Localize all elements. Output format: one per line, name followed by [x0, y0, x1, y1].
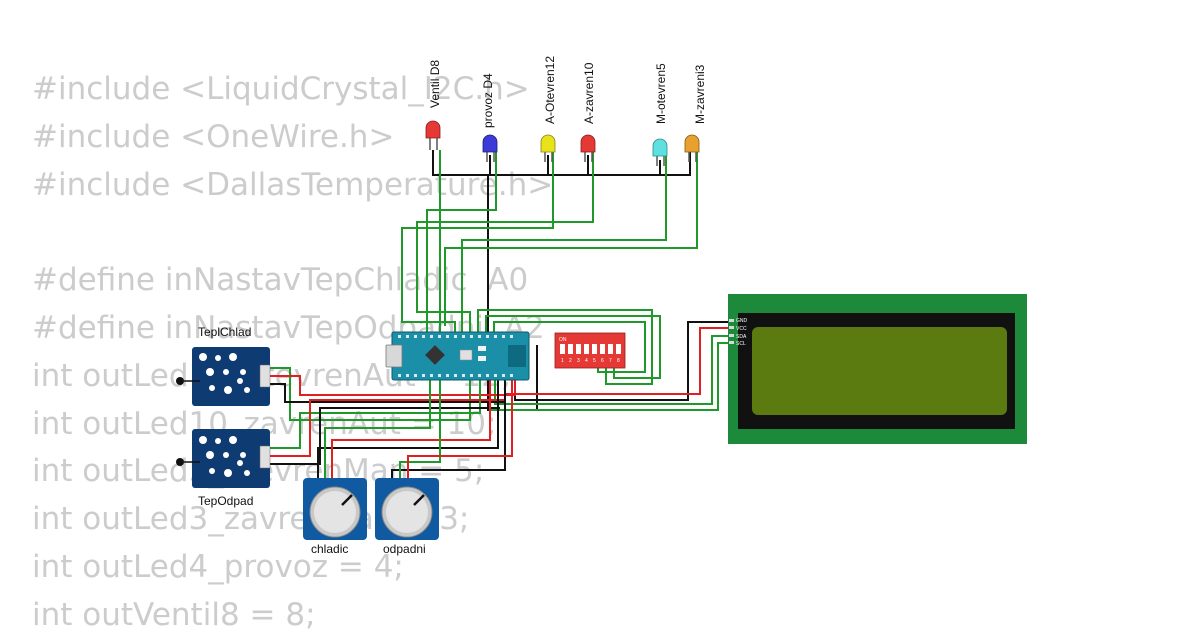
dip-position: 3	[577, 358, 580, 364]
led-a-zavren	[580, 134, 596, 162]
arduino-nano[interactable]	[385, 331, 530, 381]
led-label: Ventil D8	[428, 60, 442, 108]
led-body[interactable]	[540, 134, 556, 153]
code-line: #include <LiquidCrystal_I2C.h>	[32, 71, 530, 107]
led-body[interactable]	[482, 134, 498, 153]
led-label: provoz D4	[481, 73, 495, 128]
code-line: int outLed10_zavrenAut = 10;	[32, 405, 497, 442]
led-label: A-Otevren12	[543, 56, 557, 124]
led-labels: Ventil D8 provoz D4 A-Otevren12 A-zavren…	[428, 56, 707, 128]
led-body[interactable]	[684, 134, 700, 153]
lcd-pin-label: GND	[736, 318, 748, 324]
dip-on-label: ON	[559, 337, 567, 343]
led-m-otevren	[652, 138, 668, 166]
usb-port-icon	[385, 344, 403, 368]
code-line: int outVentil8 = 8;	[32, 596, 316, 633]
mcu-chip-icon	[425, 345, 445, 365]
led-wires	[401, 150, 698, 332]
led-ventil	[425, 120, 441, 150]
sensor-wires	[270, 367, 516, 465]
knob-indicator	[341, 494, 353, 506]
dip-position: 6	[601, 358, 604, 364]
sensor-tepodpad[interactable]	[176, 429, 271, 488]
pot-label: odpadni	[383, 542, 426, 556]
dip-position: 2	[569, 358, 572, 364]
code-line: #include <OneWire.h>	[32, 118, 395, 155]
lcd-pin-label: VCC	[736, 326, 747, 332]
led-label: M-zavreni3	[693, 64, 707, 124]
dip-position: 4	[585, 358, 588, 364]
lcd-display[interactable]: GND VCC SDA SCL	[728, 294, 1027, 444]
led-a-otevren	[540, 134, 556, 162]
led-body[interactable]	[652, 138, 668, 157]
sensor-label: TepOdpad	[198, 494, 253, 508]
led-label: M-otevren5	[654, 63, 668, 124]
led-group	[425, 120, 700, 166]
knob-indicator	[413, 494, 425, 506]
led-body[interactable]	[580, 134, 596, 153]
lcd-screen	[752, 327, 1007, 415]
dip-position: 7	[609, 358, 612, 364]
lcd-pin-label: SDA	[736, 334, 747, 340]
led-body[interactable]	[425, 120, 441, 139]
dip-position: 1	[561, 358, 564, 364]
code-line: #include <DallasTemperature.h>	[32, 166, 554, 203]
led-m-zavreni	[684, 134, 700, 162]
lcd-pin-label: SCL	[736, 341, 746, 347]
sensor-label: TeplChlad	[198, 325, 251, 339]
pot-wires	[317, 378, 513, 490]
led-provoz	[482, 134, 498, 162]
dip-position: 5	[593, 358, 596, 364]
pot-chladic[interactable]	[303, 478, 367, 540]
code-line: int outLed4_provoz = 4;	[32, 548, 404, 585]
sensor-teplchlad[interactable]	[176, 347, 271, 406]
dip-position: 8	[617, 358, 620, 364]
dip-wires	[477, 309, 661, 385]
dip-switch[interactable]: ON 1 2 3 4 5 6 7 8	[554, 332, 626, 369]
led-label: A-zavren10	[582, 62, 596, 124]
pot-odpadni[interactable]	[375, 478, 439, 540]
pot-label: chladic	[311, 542, 348, 556]
